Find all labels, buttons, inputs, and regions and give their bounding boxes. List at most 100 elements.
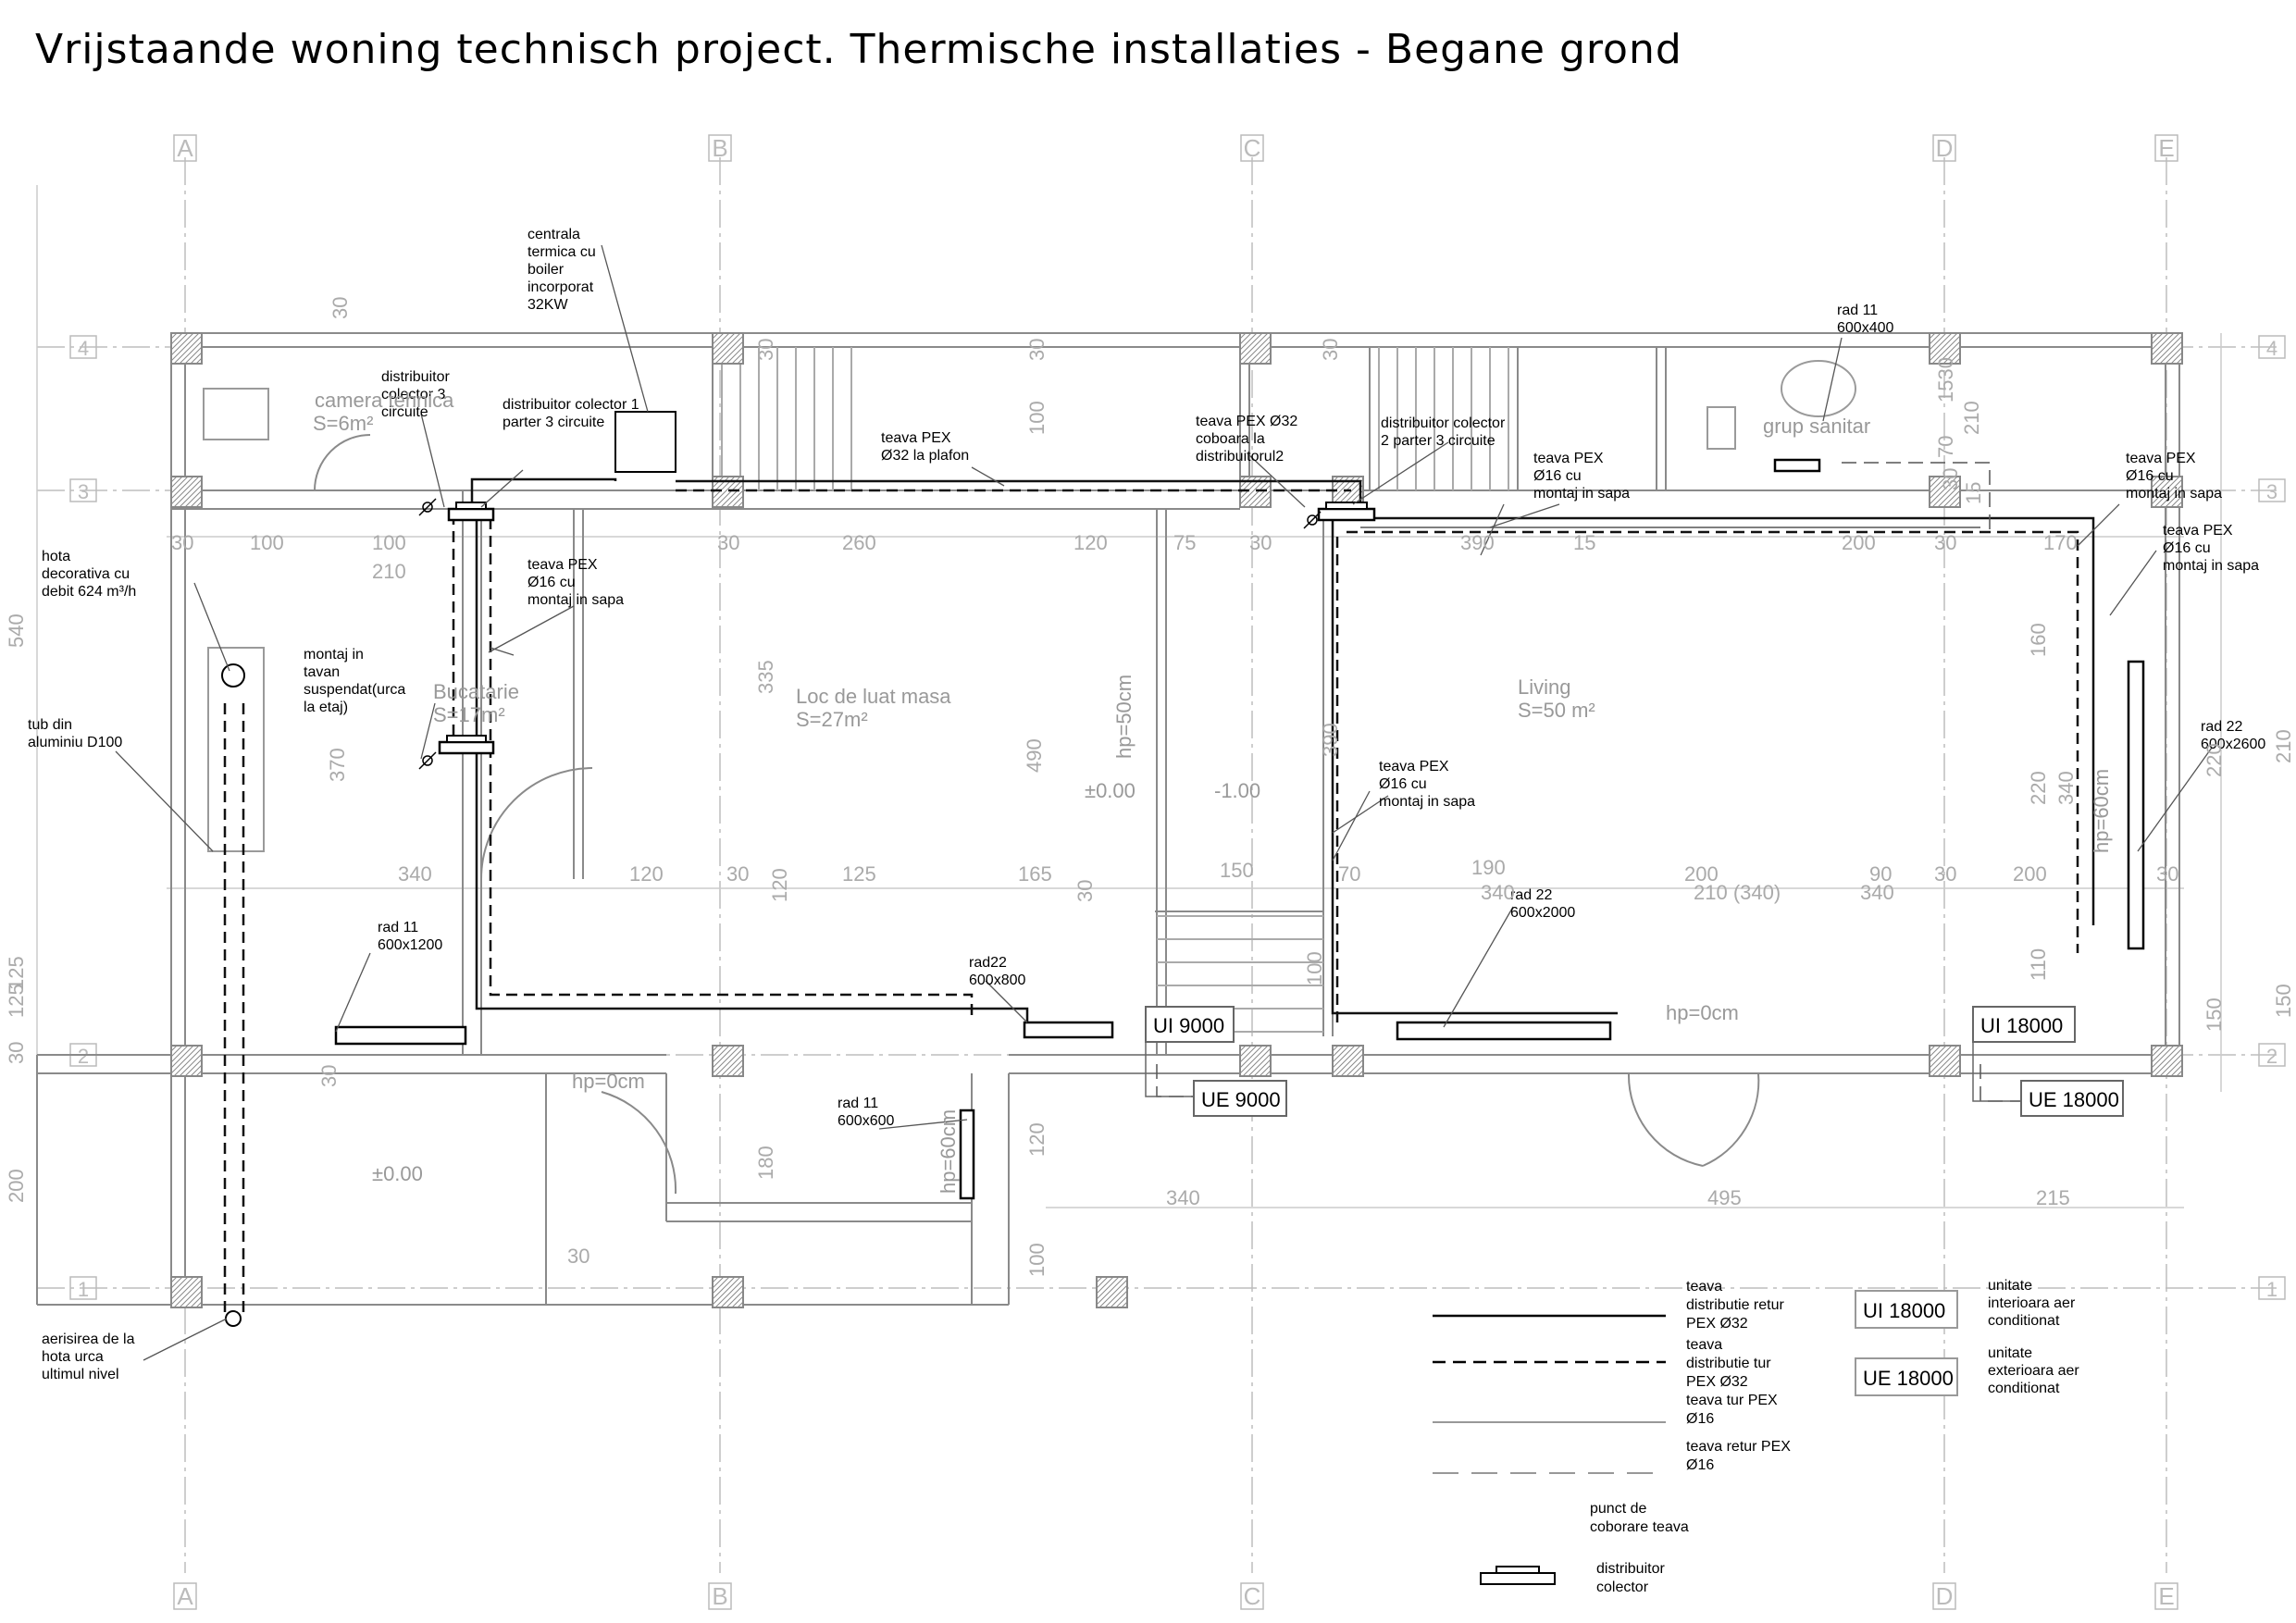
column-hatch: [170, 1276, 183, 1289]
room-name: Loc de luat masa: [796, 685, 951, 708]
dimension-label: 200: [2013, 862, 2047, 886]
annotation-tub: tub din: [28, 717, 72, 733]
leader-line: [1332, 795, 1389, 834]
column-hatch: [1929, 476, 1942, 489]
column-hatch: [1239, 1045, 1269, 1074]
annotation-pex32cob: teava PEX Ø32: [1196, 414, 1297, 429]
room-name: Living: [1518, 675, 1570, 699]
column-hatch: [1121, 1301, 1128, 1308]
column-hatch: [170, 1276, 200, 1306]
column-hatch: [1239, 1045, 1247, 1052]
column-hatch: [1357, 1070, 1364, 1077]
hood-vent: [221, 663, 245, 688]
column-hatch: [2151, 1045, 2169, 1063]
column-hatch: [2176, 1070, 2183, 1077]
leader-line: [420, 413, 445, 508]
grid-bubble: [1932, 134, 1956, 162]
column-hatch: [712, 1276, 725, 1289]
column-hatch: [184, 1059, 203, 1077]
dimension-label: 390: [1460, 531, 1495, 554]
legend-text-tur32: PEX Ø32: [1686, 1374, 1748, 1390]
legend-text-retur32: distributie retur: [1686, 1297, 1784, 1313]
column-hatch: [1242, 1047, 1272, 1077]
dimension-label: 340: [1860, 881, 1894, 904]
column: [1929, 1045, 1961, 1077]
column-hatch: [1242, 335, 1272, 365]
leader-line: [985, 980, 1028, 1023]
column-hatch: [1334, 1047, 1364, 1077]
column-hatch: [190, 352, 203, 365]
pipe-retur-pex32: [1331, 518, 1618, 1015]
annotation-centrala: boiler: [527, 262, 565, 278]
column-hatch: [712, 1045, 736, 1069]
grid-col-label: D: [1936, 1582, 1954, 1610]
pipe-retur-pex16: [1842, 462, 1991, 537]
leader-line: [2077, 503, 2120, 547]
column-hatch: [195, 357, 203, 365]
ac-unit-box: [1972, 1006, 2076, 1043]
annotation-dist1: parter 3 circuite: [503, 415, 604, 430]
dimension-label: 150: [2272, 984, 2295, 1018]
column-hatch: [1929, 1045, 1947, 1063]
page-title: Vrijstaande woning technisch project. Th…: [35, 26, 1682, 73]
column: [712, 1045, 744, 1077]
annotation-pex16c: Ø16 cu: [2163, 540, 2211, 556]
dimension-label: 495: [1707, 1186, 1742, 1209]
door-swing: [1627, 1072, 1704, 1167]
pipe-retur-pex32: [470, 477, 617, 507]
dimension-label: 30: [1934, 862, 1956, 886]
column-hatch: [1929, 476, 1947, 494]
annotation-centrala: centrala: [527, 227, 580, 242]
dimension-label: 220: [2203, 743, 2226, 777]
dimension-label: 120: [1074, 531, 1108, 554]
walls: [36, 332, 2180, 1306]
column-hatch: [1242, 478, 1272, 508]
grid-row-label: 4: [78, 337, 89, 360]
column-hatch: [170, 1276, 194, 1300]
legend-swatch-colector: [1480, 1572, 1556, 1585]
annotation-aerisirea: hota urca: [42, 1349, 104, 1365]
dimension-label: 90: [1869, 862, 1892, 886]
dimension-label: 30: [754, 339, 777, 361]
grid-bubble: [1240, 134, 1264, 162]
column-hatch: [1942, 1059, 1961, 1077]
column-hatch: [1929, 476, 1953, 500]
column-hatch: [2151, 1045, 2180, 1074]
legend-text-punct: coborare teava: [1590, 1519, 1689, 1535]
column-hatch: [1942, 346, 1961, 365]
column: [712, 332, 744, 365]
level-mark: ±0.00: [372, 1162, 423, 1185]
column: [712, 1276, 744, 1308]
leader-line: [335, 952, 371, 1033]
column-hatch: [173, 1047, 203, 1077]
dimension-label: 30: [726, 862, 749, 886]
leader-line: [420, 702, 436, 760]
column-hatch: [712, 1045, 725, 1058]
column-hatch: [720, 484, 744, 508]
room-area: S=50 m²: [1518, 699, 1595, 722]
annotation-dist2: 2 parter 3 circuite: [1381, 433, 1496, 449]
column-hatch: [726, 1059, 744, 1077]
grid-col-label: A: [177, 134, 193, 162]
legend-unit-desc: conditionat: [1988, 1313, 2060, 1329]
leader-line: [1822, 337, 1843, 422]
column-hatch: [1929, 476, 1958, 505]
column-hatch: [720, 1053, 744, 1077]
heating-pipes: [223, 462, 2095, 1314]
annotation-hota: decorativa cu: [42, 566, 130, 582]
leader-line: [2137, 747, 2213, 852]
annotation-rad22b: rad 22: [1510, 887, 1552, 903]
column-hatch: [170, 1276, 178, 1283]
legend-text-retur16: Ø16: [1686, 1457, 1714, 1473]
punct-coborare: [422, 502, 433, 513]
annotation-rad11a: 600x400: [1837, 320, 1893, 336]
dimension-label: 30: [1249, 531, 1272, 554]
grid-col-label: A: [177, 1582, 193, 1610]
annotation-pex16d: Ø16 cu: [527, 575, 576, 590]
annotation-rad22b: 600x2000: [1510, 905, 1575, 921]
column-hatch: [1954, 357, 1961, 365]
column-hatch: [1264, 357, 1272, 365]
annotation-rad11c: rad 11: [838, 1096, 878, 1111]
column-hatch: [1929, 1045, 1942, 1058]
level-mark: hp=60cm: [2090, 769, 2113, 853]
